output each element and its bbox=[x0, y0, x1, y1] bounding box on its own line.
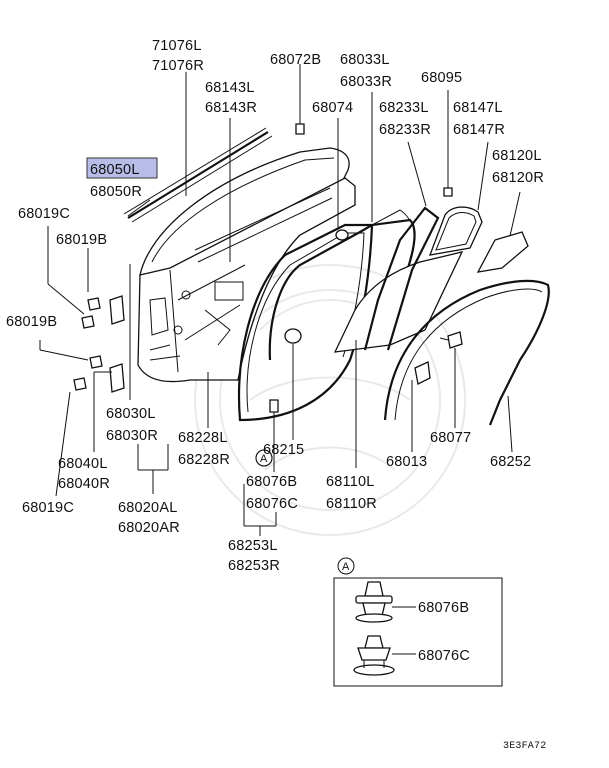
label-68147l: 68147L bbox=[453, 100, 503, 116]
door-inner-panel bbox=[137, 177, 356, 383]
label-68076c: 68076C bbox=[246, 496, 298, 512]
label-68020ar: 68020AR bbox=[118, 520, 180, 536]
label-68013: 68013 bbox=[386, 454, 427, 470]
label-68252: 68252 bbox=[490, 454, 531, 470]
label-68040l: 68040L bbox=[58, 456, 108, 472]
label-68019c-top: 68019C bbox=[18, 206, 70, 222]
label-68120r: 68120R bbox=[492, 170, 544, 186]
label-68019b-2: 68019B bbox=[6, 314, 57, 330]
label-71076l: 71076L bbox=[152, 38, 202, 54]
bolt bbox=[447, 331, 463, 349]
belt-molding-strip bbox=[127, 131, 269, 219]
glass-run-channel bbox=[268, 218, 416, 361]
label-68076b: 68076B bbox=[246, 474, 297, 490]
rear-door-drawing bbox=[73, 110, 550, 467]
upper-hinge bbox=[109, 295, 125, 325]
label-68253l: 68253L bbox=[228, 538, 278, 554]
opening-weatherstrip bbox=[383, 279, 550, 426]
label-68030l: 68030L bbox=[106, 406, 156, 422]
door-glass bbox=[333, 251, 464, 353]
fixed-quarter-glass bbox=[476, 231, 529, 273]
hinge-bolts bbox=[73, 297, 103, 391]
screw-68095 bbox=[443, 187, 453, 197]
detail-label-68076b: 68076B bbox=[418, 600, 469, 616]
label-68120l: 68120L bbox=[492, 148, 542, 164]
label-68233r: 68233R bbox=[379, 122, 431, 138]
label-68143l: 68143L bbox=[205, 80, 255, 96]
door-weatherstrip bbox=[237, 223, 374, 422]
callout-a-main-letter: A bbox=[260, 453, 268, 465]
callout-a-main bbox=[255, 449, 273, 467]
clip-68076b-icon bbox=[355, 581, 393, 623]
leader-lines bbox=[39, 64, 521, 536]
label-68020al: 68020AL bbox=[118, 500, 177, 516]
label-68074: 68074 bbox=[312, 100, 353, 116]
quarter-glass bbox=[428, 206, 483, 256]
label-68019c-bottom: 68019C bbox=[22, 500, 74, 516]
label-68110l: 68110L bbox=[326, 474, 375, 490]
label-71076r: 71076R bbox=[152, 58, 204, 74]
clip-68076c-icon bbox=[353, 635, 395, 676]
label-68215: 68215 bbox=[263, 442, 304, 458]
label-68050r: 68050R bbox=[90, 184, 142, 200]
detail-box-a: A 68076B 68076C bbox=[333, 557, 503, 687]
label-68228r: 68228R bbox=[178, 452, 230, 468]
label-68147r: 68147R bbox=[453, 122, 505, 138]
label-68110r: 68110R bbox=[326, 496, 377, 512]
label-68030r: 68030R bbox=[106, 428, 158, 444]
label-68033r: 68033R bbox=[340, 74, 392, 90]
label-68253r: 68253R bbox=[228, 558, 280, 574]
label-68095: 68095 bbox=[421, 70, 462, 86]
door-frame bbox=[139, 147, 350, 276]
label-68033l: 68033L bbox=[340, 52, 390, 68]
bracket bbox=[414, 361, 431, 385]
lower-hinge bbox=[109, 363, 125, 393]
label-68050l: 68050L bbox=[90, 162, 140, 178]
detail-a-frame bbox=[333, 577, 503, 687]
plug-68215 bbox=[284, 328, 302, 344]
label-68077: 68077 bbox=[430, 430, 471, 446]
label-68072b: 68072B bbox=[270, 52, 321, 68]
highlight-68050l bbox=[86, 157, 158, 179]
division-sash bbox=[363, 206, 440, 351]
detail-a-letter: A bbox=[342, 561, 350, 573]
label-68233l: 68233L bbox=[379, 100, 429, 116]
label-68143r: 68143R bbox=[205, 100, 257, 116]
watermark-seal bbox=[194, 264, 466, 536]
detail-a-marker bbox=[337, 557, 355, 575]
label-68019b: 68019B bbox=[56, 232, 107, 248]
weatherstrip-clip bbox=[269, 399, 279, 413]
label-68040r: 68040R bbox=[58, 476, 110, 492]
part-labels: 71076L 71076R 68072B 68033L 68033R 68095… bbox=[6, 38, 544, 574]
grommet bbox=[335, 229, 349, 241]
label-68228l: 68228L bbox=[178, 430, 228, 446]
detail-label-68076c: 68076C bbox=[418, 648, 470, 664]
clip-68072b bbox=[295, 123, 305, 135]
figure-code: 3E3FA72 bbox=[503, 741, 546, 752]
